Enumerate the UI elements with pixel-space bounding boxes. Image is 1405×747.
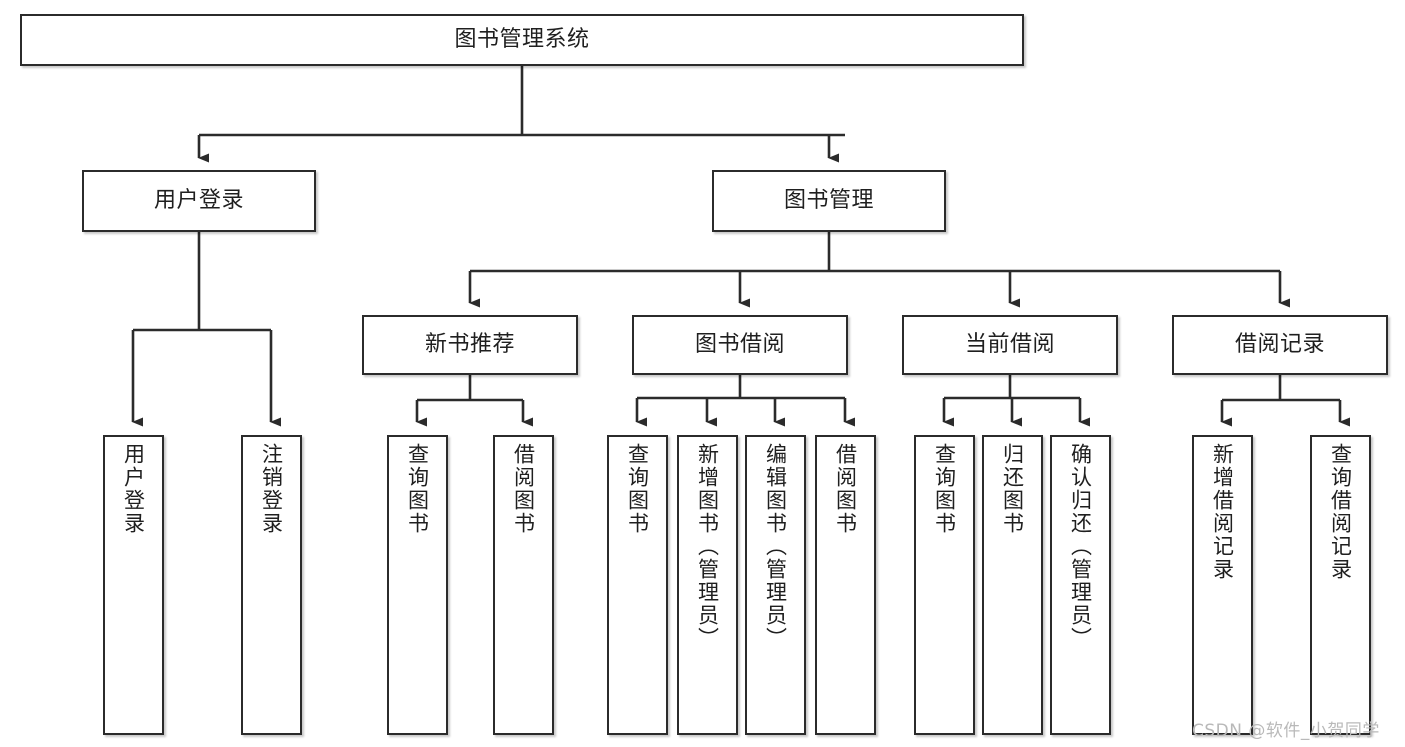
node-label: 用户登录 <box>121 443 146 535</box>
node-label: 图书借阅 <box>694 331 785 357</box>
leaf-return-book[interactable]: 归还图书 <box>982 435 1043 735</box>
node-label: 借阅图书 <box>833 443 858 535</box>
node-label: 新增图书（管理员） <box>695 443 720 650</box>
leaf-add-book-admin[interactable]: 新增图书（管理员） <box>677 435 738 735</box>
leaf-borrow-book-borrow[interactable]: 借阅图书 <box>815 435 876 735</box>
node-root-system[interactable]: 图书管理系统 <box>20 14 1024 66</box>
node-label: 借阅记录 <box>1234 331 1325 357</box>
leaf-query-book-borrow[interactable]: 查询图书 <box>607 435 668 735</box>
node-label: 编辑图书（管理员） <box>763 443 788 650</box>
leaf-add-borrow-record[interactable]: 新增借阅记录 <box>1192 435 1253 735</box>
leaf-confirm-return-admin[interactable]: 确认归还（管理员） <box>1050 435 1111 735</box>
node-label: 查询图书 <box>932 443 957 535</box>
node-label: 确认归还（管理员） <box>1068 443 1093 650</box>
csdn-watermark: CSDN @软件_小贺同学 <box>1192 721 1380 741</box>
leaf-query-book-recommend[interactable]: 查询图书 <box>387 435 448 735</box>
node-label: 图书管理系统 <box>454 26 590 52</box>
leaf-query-borrow-record[interactable]: 查询借阅记录 <box>1310 435 1371 735</box>
node-label: 图书管理 <box>783 187 874 213</box>
node-label: 注销登录 <box>259 443 284 535</box>
leaf-query-book-current[interactable]: 查询图书 <box>914 435 975 735</box>
node-book-borrow[interactable]: 图书借阅 <box>632 315 848 375</box>
node-label: 归还图书 <box>1000 443 1025 535</box>
leaf-edit-book-admin[interactable]: 编辑图书（管理员） <box>745 435 806 735</box>
leaf-logout[interactable]: 注销登录 <box>241 435 302 735</box>
leaf-user-login[interactable]: 用户登录 <box>103 435 164 735</box>
node-label: 新增借阅记录 <box>1210 443 1235 581</box>
node-new-book-recommend[interactable]: 新书推荐 <box>362 315 578 375</box>
node-book-management[interactable]: 图书管理 <box>712 170 946 232</box>
node-label: 借阅图书 <box>511 443 536 535</box>
node-label: 当前借阅 <box>964 331 1055 357</box>
node-label: 用户登录 <box>153 187 244 213</box>
node-label: 新书推荐 <box>424 331 515 357</box>
node-label: 查询图书 <box>625 443 650 535</box>
node-label: 查询图书 <box>405 443 430 535</box>
leaf-borrow-book-recommend[interactable]: 借阅图书 <box>493 435 554 735</box>
node-current-borrow[interactable]: 当前借阅 <box>902 315 1118 375</box>
node-user-login[interactable]: 用户登录 <box>82 170 316 232</box>
node-label: 查询借阅记录 <box>1328 443 1353 581</box>
node-borrow-record[interactable]: 借阅记录 <box>1172 315 1388 375</box>
